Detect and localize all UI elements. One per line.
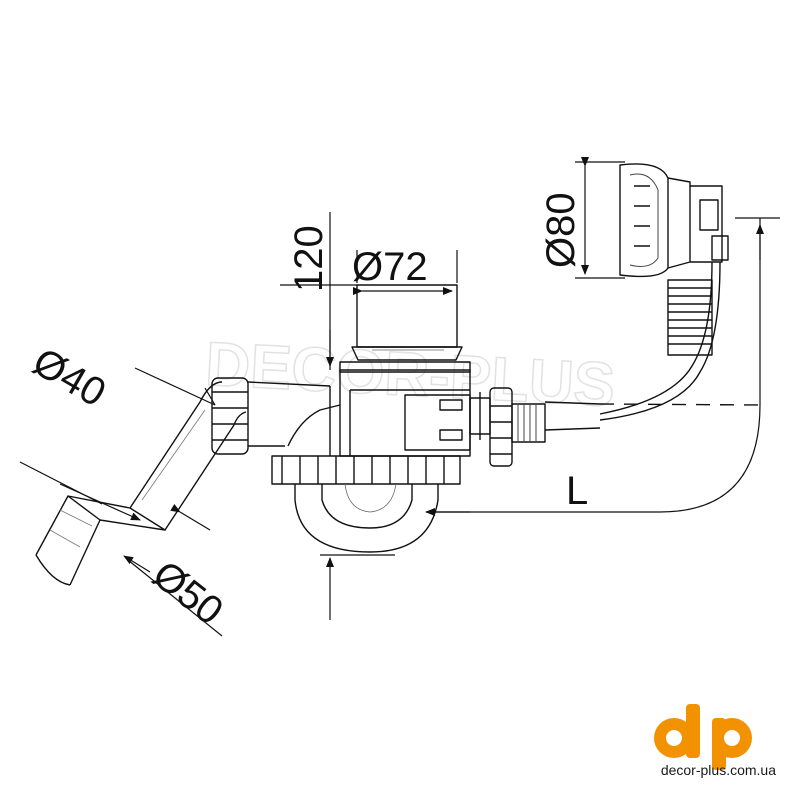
- dim-d50-label: Ø50: [144, 552, 231, 633]
- dp-logo-icon: [654, 704, 752, 770]
- dim-d80-label: Ø80: [539, 192, 583, 268]
- brand-url: decor-plus.com.ua: [660, 762, 776, 778]
- dim-h120-label: 120: [287, 225, 331, 292]
- overflow-fitting: [469, 387, 761, 467]
- dim-d72-label: Ø72: [352, 245, 428, 289]
- brand-logo: [640, 700, 800, 800]
- watermark: DECOR-PLUS: [204, 330, 617, 420]
- outlet-pipe: [35, 377, 341, 586]
- overflow-head: [599, 163, 729, 421]
- trap-body: [271, 369, 471, 553]
- dim-length-label: L: [566, 469, 588, 513]
- dim-d40-label: Ø40: [26, 340, 113, 416]
- drain-plug: [339, 284, 471, 373]
